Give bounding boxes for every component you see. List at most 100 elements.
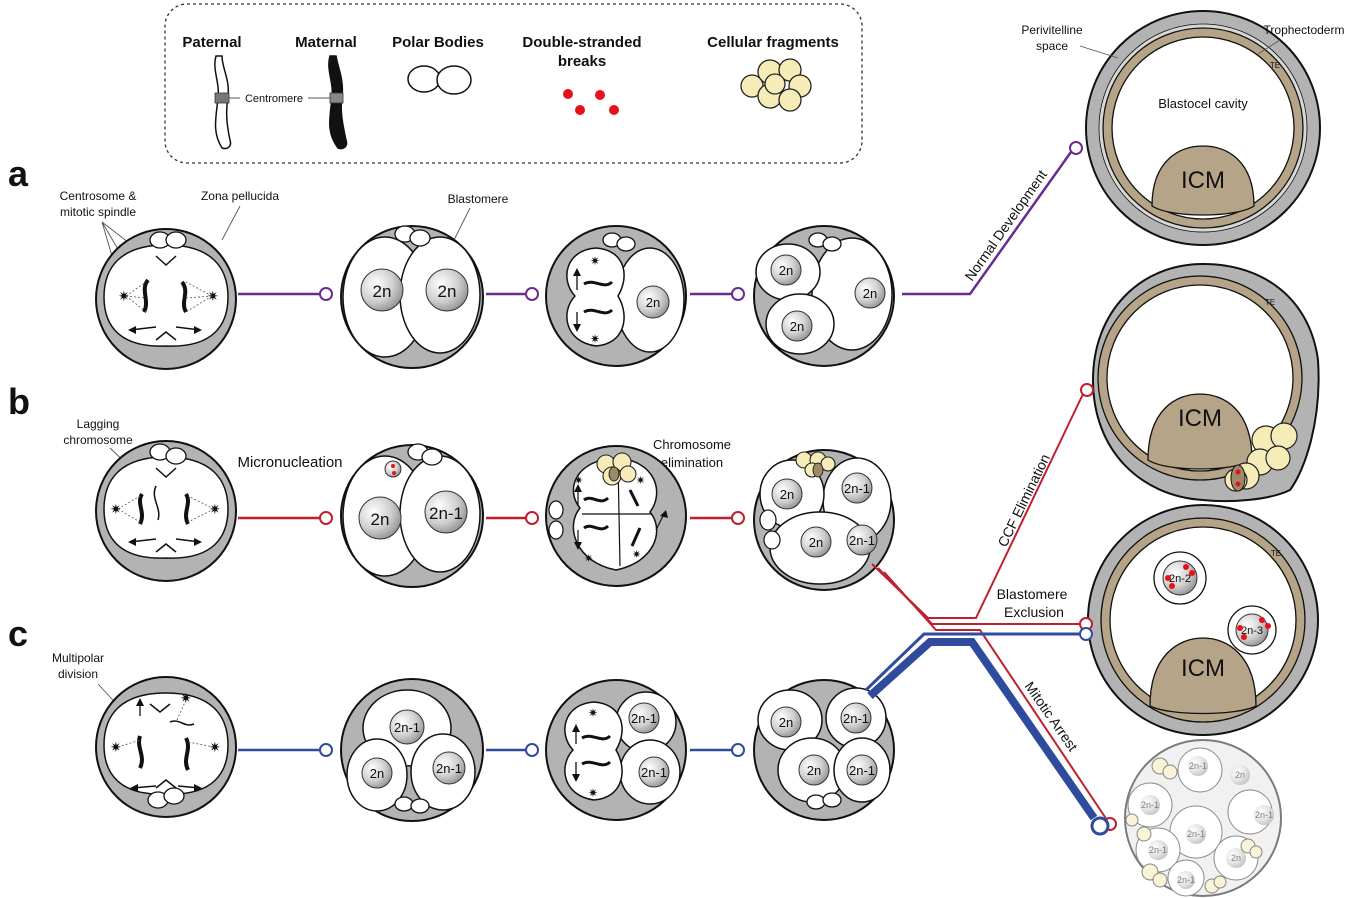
path-label-exclusion-2: Exclusion xyxy=(1004,604,1064,620)
perivitelline-label-2: space xyxy=(1036,39,1068,53)
four-cell-embryo-a: 2n 2n 2n xyxy=(754,226,894,366)
svg-text:✷: ✷ xyxy=(584,553,593,565)
ploidy-label: 2n-1 xyxy=(1255,810,1273,820)
te-label: TE xyxy=(1271,549,1281,558)
ploidy-label: 2n xyxy=(807,763,821,778)
svg-text:✷: ✷ xyxy=(110,501,122,517)
arrested-embryo: 2n-1 2n 2n-1 2n-1 2n-1 2n-1 2n 2n-1 xyxy=(1125,740,1281,896)
ploidy-label: 2n-1 xyxy=(1189,761,1207,771)
ploidy-label: 2n xyxy=(863,286,877,301)
node-b1 xyxy=(320,512,332,524)
ploidy-label: 2n xyxy=(809,535,823,550)
ploidy-label: 2n xyxy=(790,319,804,334)
legend-fragments-label: Cellular fragments xyxy=(707,34,839,51)
perivitelline-label-1: Perivitelline xyxy=(1021,23,1083,37)
two-cell-embryo-a: 2n 2n xyxy=(341,226,483,368)
multipolar-label-2: division xyxy=(58,667,98,681)
zygote-b: ✷ ✷ xyxy=(96,441,236,581)
ploidy-label: 2n xyxy=(438,282,457,301)
panel-label-b: b xyxy=(8,381,30,422)
node-exclusion-blue xyxy=(1080,628,1092,640)
paternal-chromosome-icon xyxy=(215,56,231,149)
path-ccf-elimination xyxy=(872,394,1083,618)
ploidy-label: 2n-1 xyxy=(394,720,420,735)
centrosome-label-2: mitotic spindle xyxy=(60,205,136,219)
path-label-mitotic-arrest: Mitotic Arrest xyxy=(1022,679,1082,755)
svg-text:✷: ✷ xyxy=(207,288,219,304)
zona-pointer xyxy=(222,206,240,240)
three-cell-embryo-c: 2n-1 2n 2n-1 xyxy=(341,679,483,821)
ploidy-label: 2n xyxy=(779,263,793,278)
lagging-label-2: chromosome xyxy=(63,433,133,447)
zygote-c: ✷ ✷ ✷ xyxy=(96,677,236,817)
ploidy-label: 2n-1 xyxy=(843,711,869,726)
blastocyst-normal: Blastocel cavity ICM TE Perivitelline sp… xyxy=(1021,11,1344,245)
maternal-chromosome-icon xyxy=(329,56,347,149)
ploidy-label: 2n xyxy=(1235,770,1245,780)
ploidy-label: 2n-1 xyxy=(1187,829,1205,839)
dividing-embryo-b: ✷ ✷ ✷ ✷ xyxy=(546,446,686,586)
svg-text:✷: ✷ xyxy=(110,739,122,755)
path-label-exclusion-1: Blastomere xyxy=(997,586,1068,602)
blastocyst-blastomere-exclusion: ICM TE 2n-2 2n-3 xyxy=(1088,505,1318,735)
legend: Paternal Maternal Polar Bodies Double-st… xyxy=(165,4,862,163)
node-normal-development xyxy=(1070,142,1082,154)
svg-text:✷: ✷ xyxy=(588,706,598,720)
ploidy-label: 2n xyxy=(780,487,794,502)
svg-text:✷: ✷ xyxy=(209,739,221,755)
svg-text:✷: ✷ xyxy=(180,690,192,706)
paths-red xyxy=(872,394,1107,820)
blastomere-pointer xyxy=(452,208,470,244)
two-cell-embryo-b: 2n 2n-1 xyxy=(341,444,483,587)
ploidy-label: 2n-1 xyxy=(436,761,462,776)
panel-label-c: c xyxy=(8,613,28,654)
elimination-label-2: elimination xyxy=(661,455,723,470)
cellular-fragments-icon xyxy=(741,59,811,111)
dsb-dots-icon xyxy=(563,89,619,115)
svg-text:✷: ✷ xyxy=(632,549,641,561)
te-label: TE xyxy=(1265,298,1275,307)
node-b2 xyxy=(526,512,538,524)
path-label-ccf-elimination: CCF Elimination xyxy=(994,451,1053,549)
ploidy-label: 2n-1 xyxy=(844,481,870,496)
node-a2 xyxy=(526,288,538,300)
ploidy-label: 2n-1 xyxy=(1177,875,1195,885)
legend-maternal-label: Maternal xyxy=(295,34,357,51)
node-ccf-elimination xyxy=(1081,384,1093,396)
zona-pellucida-label: Zona pellucida xyxy=(201,189,279,203)
ploidy-label: 2n-1 xyxy=(641,765,667,780)
legend-polar-bodies-label: Polar Bodies xyxy=(392,34,484,51)
blastomere-label: Blastomere xyxy=(448,192,509,206)
ploidy-label: 2n xyxy=(373,282,392,301)
ploidy-label: 2n-1 xyxy=(849,533,875,548)
icm-label: ICM xyxy=(1181,655,1225,682)
ploidy-label: 2n xyxy=(1231,853,1241,863)
row-c-multipolar-division: Multipolar division ✷ ✷ ✷ xyxy=(52,651,894,821)
svg-text:✷: ✷ xyxy=(636,475,645,487)
svg-text:✷: ✷ xyxy=(209,501,221,517)
legend-dsb-label-1: Double-stranded xyxy=(522,34,641,51)
dividing-embryo-c: 2n-1 2n-1 ✷ ✷ xyxy=(546,680,686,820)
svg-text:✷: ✷ xyxy=(590,254,600,268)
ploidy-label: 2n-1 xyxy=(1149,845,1167,855)
svg-text:✷: ✷ xyxy=(590,332,600,346)
polar-bodies-icon xyxy=(408,66,471,94)
four-cell-embryo-b: 2n 2n-1 2n 2n-1 xyxy=(754,450,894,590)
ploidy-label: 2n xyxy=(646,295,660,310)
svg-text:✷: ✷ xyxy=(118,288,130,304)
ploidy-label: 2n-1 xyxy=(849,763,875,778)
row-b-lagging-chromosome: Lagging chromosome Micronucleation Chrom… xyxy=(63,417,894,590)
legend-paternal-label: Paternal xyxy=(182,34,241,51)
node-c3 xyxy=(732,744,744,756)
row-a-normal-development: Centrosome & mitotic spindle Zona pelluc… xyxy=(60,142,1082,369)
ploidy-label: 2n xyxy=(371,510,390,529)
zygote-a: ✷ ✷ xyxy=(96,229,236,369)
node-c2 xyxy=(526,744,538,756)
legend-centromere-label: Centromere xyxy=(245,93,303,105)
elimination-label-1: Chromosome xyxy=(653,437,731,452)
icm-label: ICM xyxy=(1181,167,1225,194)
ploidy-label: 2n xyxy=(779,715,793,730)
blastocyst-ccf-elimination: ICM TE xyxy=(1093,264,1319,501)
ploidy-label: 2n-1 xyxy=(631,711,657,726)
